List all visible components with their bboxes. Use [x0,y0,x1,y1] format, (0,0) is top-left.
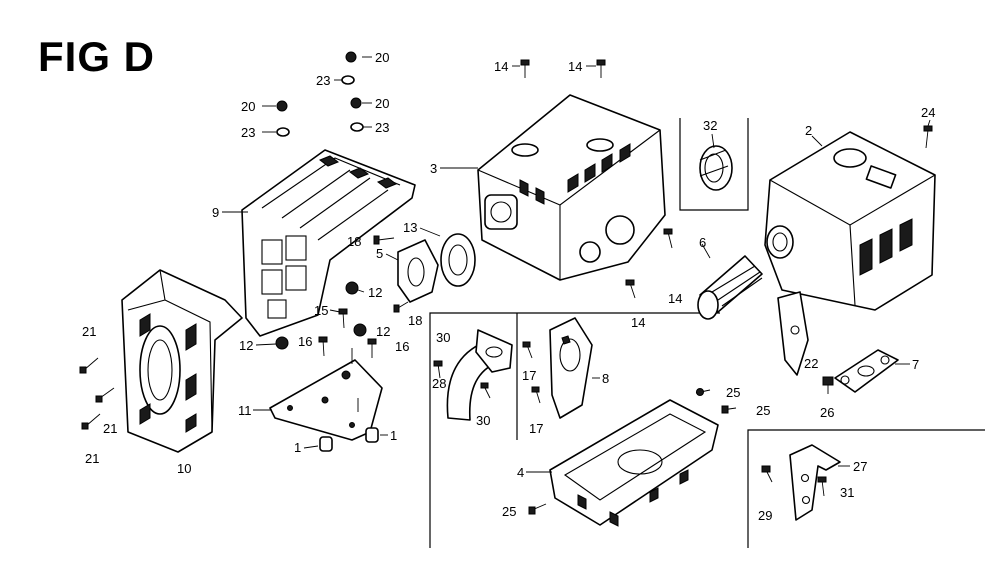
frame-bracket-group [747,429,985,548]
callout-8: 8 [602,371,609,386]
callout-4: 4 [517,465,524,480]
part-3-muffler-protector [477,94,666,281]
callout-32: 32 [703,118,717,133]
callout-14: 14 [568,59,582,74]
callout-2: 2 [805,123,812,138]
callout-17: 17 [522,368,536,383]
callout-20: 20 [241,99,255,114]
part-22-muffler-bracket [777,291,809,376]
callout-6: 6 [699,235,706,250]
callout-20: 20 [375,96,389,111]
callout-12: 12 [368,285,382,300]
part-13-gasket [440,233,476,287]
part-4-muffler-tray [549,399,719,527]
part-8-heat-shield [549,317,593,419]
section-frames [429,118,985,548]
callout-13: 13 [403,220,417,235]
part-5-port-cover [397,239,439,303]
callout-18: 18 [347,234,361,249]
part-30-elbow-pipe [446,329,513,421]
callout-1: 1 [390,428,397,443]
callout-28: 28 [432,376,446,391]
callout-7: 7 [912,357,919,372]
callout-21: 21 [82,324,96,339]
callout-17: 17 [529,421,543,436]
callout-15: 15 [314,303,328,318]
callout-23: 23 [316,73,330,88]
callout-21: 21 [103,421,117,436]
part-11-base-plate [269,359,383,441]
callout-12: 12 [376,324,390,339]
callout-14: 14 [631,315,645,330]
callout-25: 25 [502,504,516,519]
callout-16: 16 [298,334,312,349]
callout-30: 30 [436,330,450,345]
figure-title: FIG D [38,33,155,80]
callout-22: 22 [804,356,818,371]
callout-10: 10 [177,461,191,476]
callout-leaders [222,56,931,473]
callout-14: 14 [668,291,682,306]
callout-18: 18 [408,313,422,328]
callout-3: 3 [430,161,437,176]
callout-25: 25 [756,403,770,418]
part-9-upper-frame [241,149,416,337]
callout-24: 24 [921,105,935,120]
callout-14: 14 [494,59,508,74]
callout-21: 21 [85,451,99,466]
callout-9: 9 [212,205,219,220]
callout-11: 11 [238,403,252,418]
callout-1: 1 [294,440,301,455]
callout-12: 12 [239,338,253,353]
part-27-bracket [789,444,841,521]
part-2-muffler [764,131,936,311]
callout-25: 25 [726,385,740,400]
callout-26: 26 [820,405,834,420]
callout-20: 20 [375,50,389,65]
callout-31: 31 [840,485,854,500]
part-10-base-frame [121,269,243,453]
callout-labels: 20 23 20 23 20 23 14 14 3 9 32 2 24 13 5… [82,50,935,523]
callout-23: 23 [241,125,255,140]
callout-5: 5 [376,246,383,261]
callout-16: 16 [395,339,409,354]
part-32-grommet [699,145,733,191]
fasteners [79,51,933,515]
callout-29: 29 [758,508,772,523]
callout-23: 23 [375,120,389,135]
part-7-gasket [834,349,899,393]
frame-grommet-group [679,118,749,211]
frame-muffler-cover-group [429,312,720,548]
part-1-rubber-mounts [319,427,379,452]
callout-27: 27 [853,459,867,474]
callout-30: 30 [476,413,490,428]
part-6-spark-arrester [697,255,763,320]
